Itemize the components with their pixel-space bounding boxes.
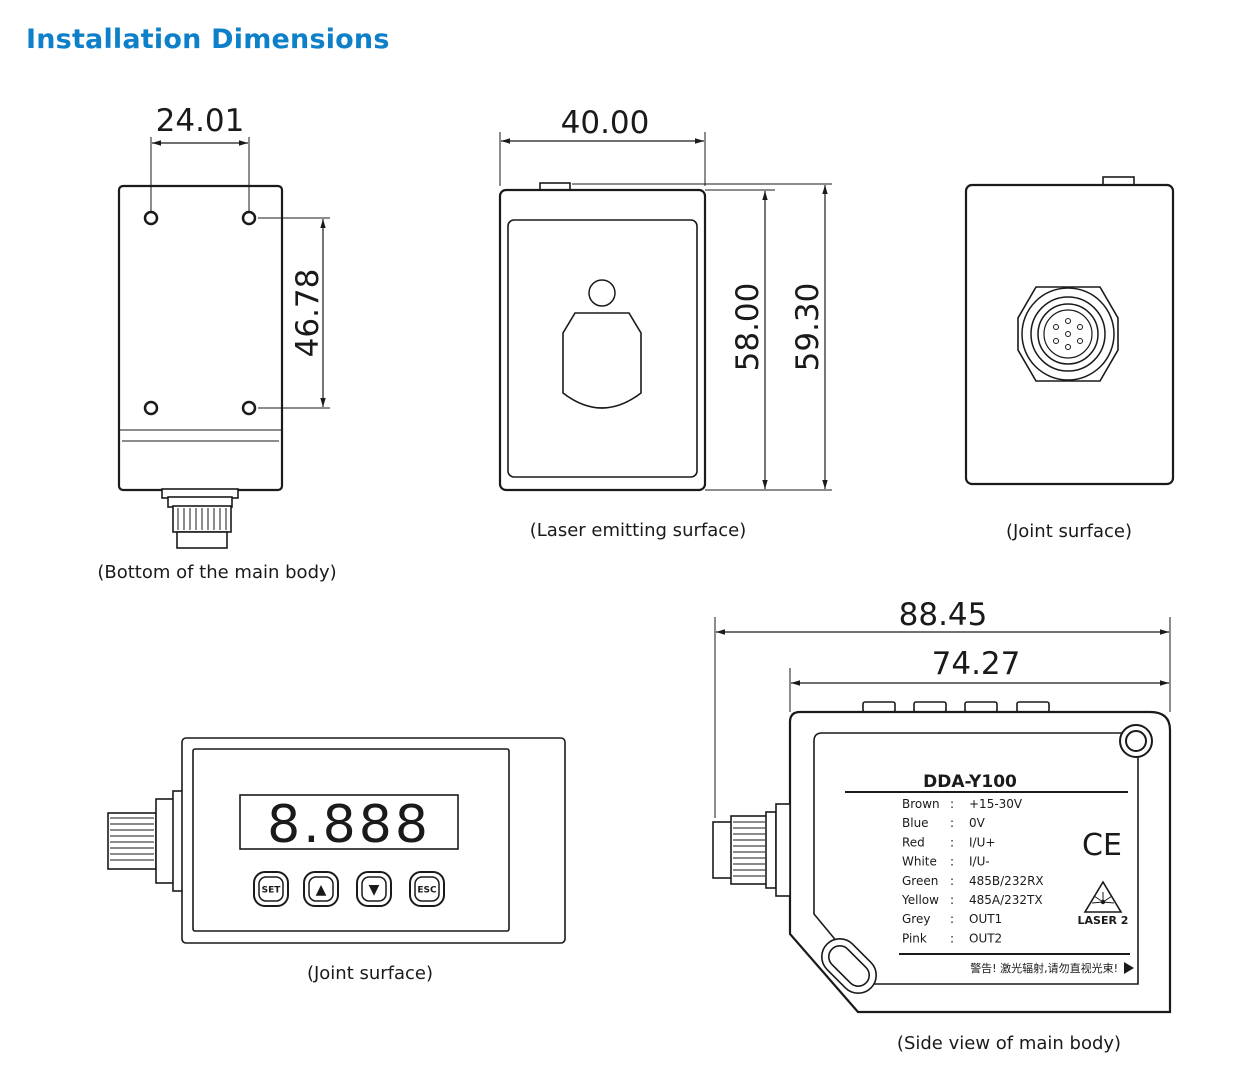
- view-side-main-body: DDA-Y100 Brown: +15-30V Blue: 0V Red: I/U+ Whi…: [712, 597, 1172, 1054]
- wire-color: Pink: [902, 931, 927, 945]
- wire-row: Green: 485B/232RX: [902, 874, 1044, 888]
- display-button-1: ▲: [303, 871, 339, 907]
- wire-row: Red: I/U+: [902, 835, 995, 849]
- dim-laser-width: 40.00: [561, 105, 650, 141]
- view-joint-surface-connector: (Joint surface): [964, 176, 1175, 542]
- view-joint-surface-display: 8.888 SET ▲ ▼ ESC (Joint surface): [107, 737, 566, 984]
- dim-side-body-length: 74.27: [932, 646, 1021, 682]
- laser-class: LASER 2: [1078, 914, 1129, 927]
- wire-color: Red: [902, 835, 925, 849]
- wire-separator: :: [950, 855, 954, 869]
- caption-joint-bottom: (Joint surface): [307, 963, 433, 984]
- wire-signal: 0V: [969, 816, 986, 830]
- wire-table: Brown: +15-30V Blue: 0V Red: I/U+ White: I/U- Gr…: [901, 797, 1044, 945]
- wire-color: White: [902, 855, 937, 869]
- caption-bottom: (Bottom of the main body): [97, 562, 336, 583]
- dim-bottom-width: 24.01: [156, 103, 245, 139]
- display-button-3: ESC: [409, 871, 445, 907]
- wire-signal: OUT2: [969, 931, 1002, 945]
- wire-signal: I/U-: [969, 855, 990, 869]
- display-button-label: ▲: [316, 882, 327, 898]
- dim-side-total-length: 88.45: [899, 597, 988, 633]
- warning-arrow-icon: [1124, 962, 1134, 974]
- wire-separator: :: [950, 816, 954, 830]
- display-readout: 8.888: [267, 795, 431, 855]
- caption-side: (Side view of main body): [897, 1033, 1121, 1054]
- wire-signal: 485A/232TX: [969, 893, 1043, 907]
- dim-laser-height: 58.00: [730, 283, 766, 372]
- wire-color: Green: [902, 874, 938, 888]
- view-laser-emitting-surface: 40.00 58.00 59.30 (Laser emitting surfac…: [498, 105, 832, 541]
- wire-color: Yellow: [901, 893, 939, 907]
- wire-separator: :: [950, 835, 954, 849]
- label-model: DDA-Y100: [923, 772, 1017, 792]
- wire-separator: :: [950, 912, 954, 926]
- wire-separator: :: [950, 874, 954, 888]
- display-button-2: ▼: [356, 871, 392, 907]
- display-button-label: ESC: [417, 886, 437, 896]
- wire-signal: +15-30V: [969, 797, 1023, 811]
- wire-separator: :: [950, 797, 954, 811]
- wire-signal: I/U+: [969, 835, 995, 849]
- dim-bottom-hole-spacing: 46.78: [290, 269, 326, 358]
- ce-mark: CE: [1082, 828, 1122, 863]
- caption-laser: (Laser emitting surface): [530, 520, 746, 541]
- laser-warning-icon: [1083, 880, 1123, 913]
- wire-row: Grey: OUT1: [902, 912, 1002, 926]
- wire-signal: 485B/232RX: [969, 874, 1044, 888]
- wire-signal: OUT1: [969, 912, 1002, 926]
- wire-color: Brown: [902, 797, 940, 811]
- wire-color: Grey: [902, 912, 930, 926]
- wire-row: Blue: 0V: [902, 816, 986, 830]
- wire-row: Yellow: 485A/232TX: [901, 893, 1043, 907]
- display-button-label: ▼: [369, 882, 380, 898]
- wire-row: Brown: +15-30V: [902, 797, 1023, 811]
- wire-color: Blue: [902, 816, 929, 830]
- wire-separator: :: [950, 931, 954, 945]
- wire-row: White: I/U-: [902, 855, 990, 869]
- view-bottom-main-body: 24.01 46.78 (Bottom of the main body): [97, 103, 336, 583]
- wire-row: Pink: OUT2: [902, 931, 1002, 945]
- wire-separator: :: [950, 893, 954, 907]
- caption-joint-top: (Joint surface): [1006, 521, 1132, 542]
- display-button-0: SET: [253, 871, 289, 907]
- page-title: Installation Dimensions: [26, 24, 390, 55]
- laser-warning-text: 警告! 激光辐射,请勿直视光束!: [970, 961, 1118, 975]
- display-button-label: SET: [262, 886, 282, 896]
- display-buttons: SET ▲ ▼ ESC: [253, 871, 445, 907]
- dim-laser-total-height: 59.30: [790, 283, 826, 372]
